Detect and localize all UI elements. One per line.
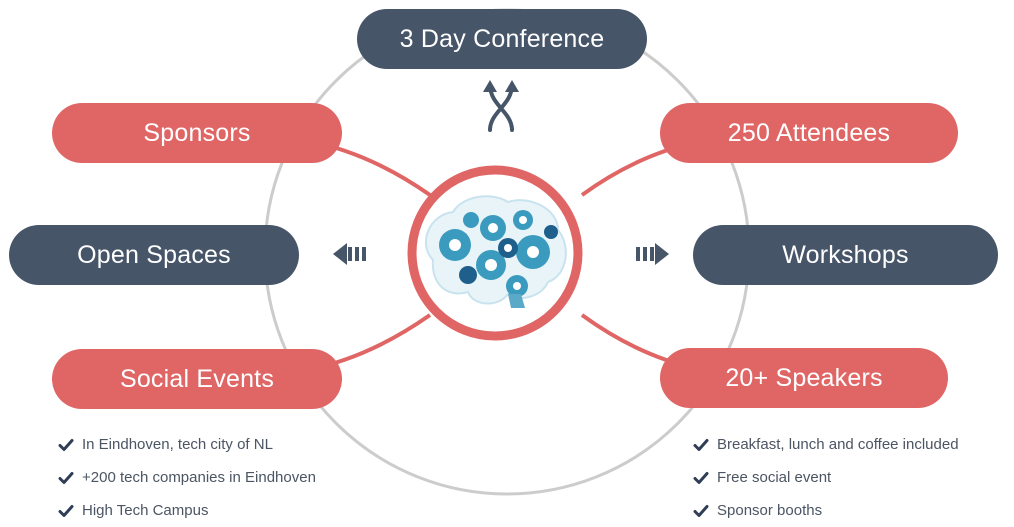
list-item: In Eindhoven, tech city of NL [58, 428, 316, 461]
list-item: Sponsor booths [693, 494, 1014, 527]
check-icon [58, 504, 74, 517]
node-speakers: 20+ Speakers [660, 348, 948, 408]
node-open-spaces: Open Spaces [9, 225, 299, 285]
node-workshops: Workshops [693, 225, 998, 285]
right-feature-list: Breakfast, lunch and coffee included Fre… [693, 428, 1014, 527]
left-feature-list: In Eindhoven, tech city of NL +200 tech … [58, 428, 316, 527]
check-icon [58, 438, 74, 451]
check-icon [693, 471, 709, 484]
node-social-events: Social Events [52, 349, 342, 409]
node-sponsors: Sponsors [52, 103, 342, 163]
crossing-arrows-icon [483, 80, 519, 132]
check-icon [693, 504, 709, 517]
list-item: High Tech Campus [58, 494, 316, 527]
check-icon [58, 471, 74, 484]
check-icon [693, 438, 709, 451]
arrow-right-icon [636, 243, 669, 265]
node-conference: 3 Day Conference [357, 9, 647, 69]
node-attendees: 250 Attendees [660, 103, 958, 163]
brain-gears-icon [424, 195, 567, 308]
arrow-left-icon [333, 243, 366, 265]
list-item: Free social event [693, 461, 1014, 494]
list-item: +200 tech companies in Eindhoven [58, 461, 316, 494]
list-item: Breakfast, lunch and coffee included [693, 428, 1014, 461]
